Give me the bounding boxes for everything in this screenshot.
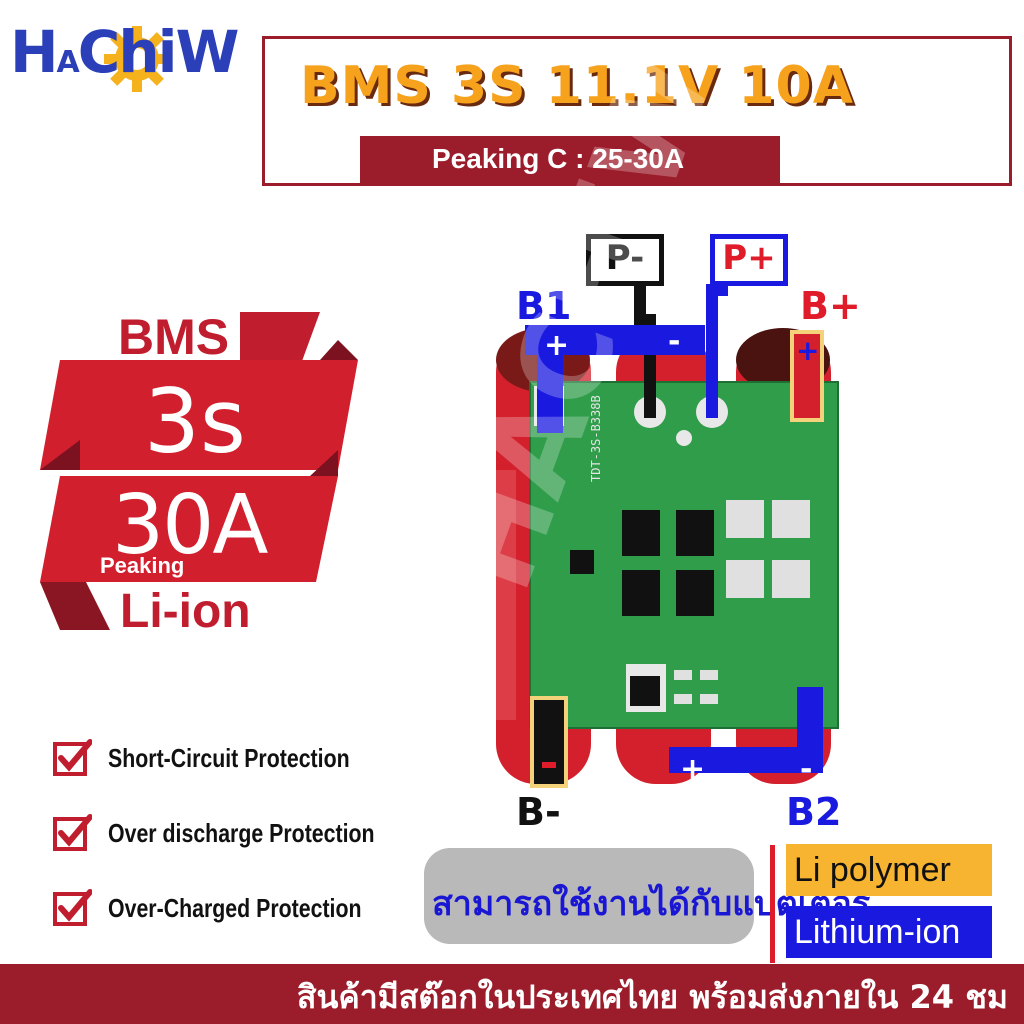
feature-label: Over-Charged Protection bbox=[108, 892, 362, 923]
badge-chemistry: Li-ion bbox=[120, 585, 251, 638]
feature-label: Short-Circuit Protection bbox=[108, 742, 350, 773]
compat-text: สามารถใช้งานได้กับแบตเตอรี่ bbox=[432, 884, 871, 924]
feature-item: Over-Charged Protection bbox=[52, 888, 417, 928]
compat-pill bbox=[424, 848, 754, 944]
pin-b-plus: B+ bbox=[800, 284, 861, 328]
pin-p-plus: P+ bbox=[710, 234, 788, 286]
plus-sign: + bbox=[796, 334, 820, 367]
badge-current: 30A bbox=[112, 478, 268, 573]
pin-b1: B1 bbox=[516, 284, 572, 328]
plus-sign: + bbox=[544, 328, 570, 363]
gear-icon bbox=[104, 26, 170, 92]
silk-model: TDT-3S-B338B bbox=[589, 395, 603, 482]
tag-lithium-ion: Lithium-ion bbox=[786, 906, 992, 958]
feature-item: Short-Circuit Protection bbox=[52, 738, 403, 778]
checkbox-checked-icon bbox=[53, 814, 92, 851]
ribbon-badge bbox=[40, 312, 358, 630]
minus-sign: - bbox=[668, 324, 681, 359]
checkbox-checked-icon bbox=[53, 889, 92, 926]
pin-b-minus: B- bbox=[516, 790, 561, 834]
feature-label: Over discharge Protection bbox=[108, 817, 375, 848]
badge-peaking: Peaking bbox=[100, 553, 185, 578]
pin-b2: B2 bbox=[786, 790, 842, 834]
feature-item: Over discharge Protection bbox=[52, 813, 433, 853]
brand-logo: HAChiW bbox=[10, 18, 240, 108]
divider bbox=[770, 845, 775, 963]
product-subtitle: Peaking C : 25-30A bbox=[432, 143, 685, 174]
badge-bms: BMS bbox=[118, 309, 230, 365]
checkbox-checked-icon bbox=[53, 739, 92, 776]
footer-text: สินค้ามีสต๊อกในประเทศไทย พร้อมส่งภายใน 2… bbox=[296, 978, 1008, 1016]
product-title: BMS 3S 11.1V 10A bbox=[300, 56, 854, 116]
minus-sign: - bbox=[800, 752, 813, 787]
pin-p-minus: P- bbox=[586, 234, 664, 286]
badge-cells: 3s bbox=[144, 370, 246, 473]
bms-board-illustration: TDT-3S-B338B bbox=[496, 262, 839, 788]
plus-sign: + bbox=[680, 752, 706, 787]
footer-bar bbox=[0, 964, 1024, 1024]
tag-li-polymer: Li polymer bbox=[786, 844, 992, 896]
logo-wordmark: HAChiW bbox=[10, 18, 240, 86]
subtitle-bar bbox=[360, 136, 780, 186]
